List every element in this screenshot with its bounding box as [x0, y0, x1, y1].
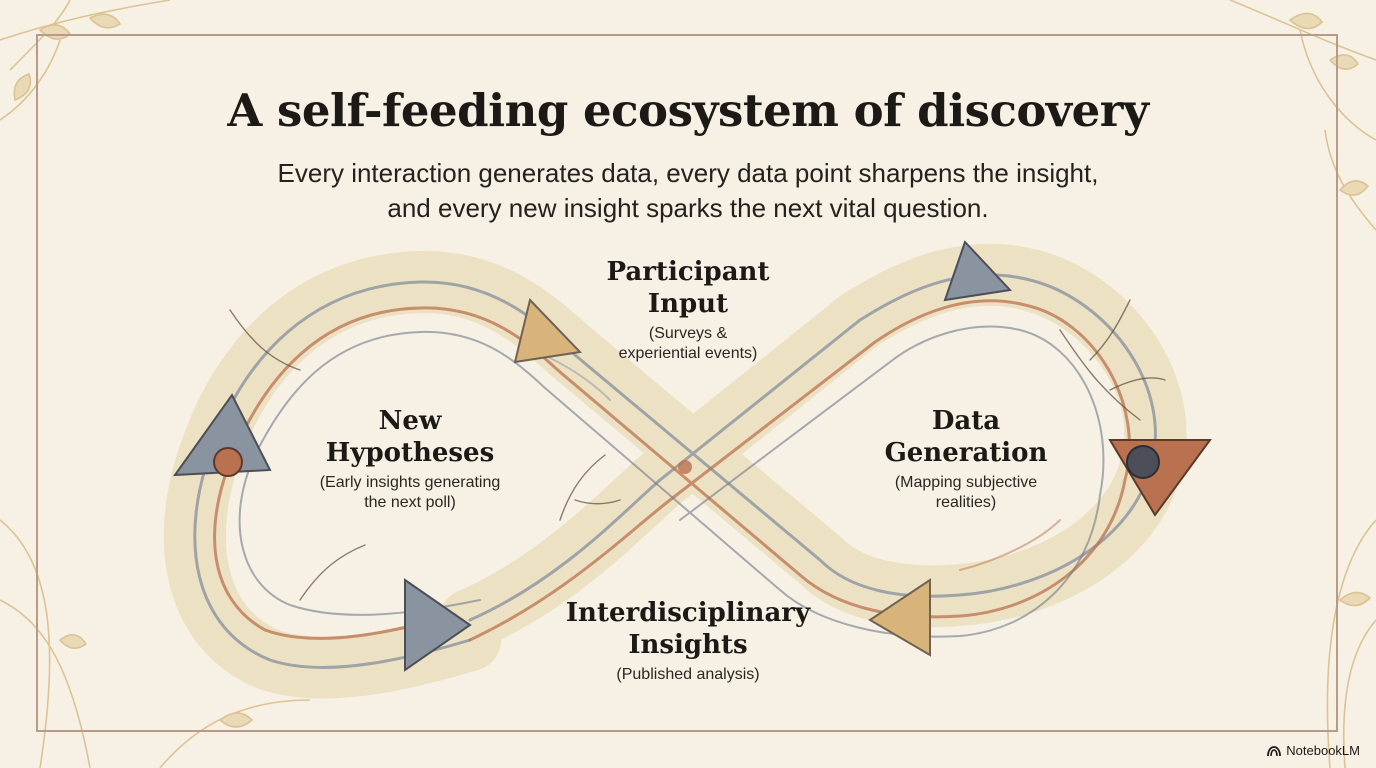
- stage-title-line: Insights: [628, 630, 748, 660]
- stage-desc-line: (Surveys &: [648, 325, 728, 342]
- stage-interdisciplinary-insights: Interdisciplinary Insights (Published an…: [558, 597, 818, 685]
- stage-title-line: New: [378, 406, 442, 436]
- infinity-loop-diagram: [163, 240, 1212, 699]
- corner-foliage-bottom-left-icon: [0, 519, 311, 768]
- small-node-center-icon: [678, 460, 692, 474]
- subtitle-line-1: Every interaction generates data, every …: [277, 158, 1099, 188]
- stage-new-hypotheses-desc: (Early insights generating the next poll…: [296, 473, 524, 513]
- stage-desc-line: realities): [935, 494, 997, 511]
- seed-node-left-icon: [213, 447, 243, 477]
- brand-label: NotebookLM: [1286, 743, 1360, 758]
- page-title: A self-feeding ecosystem of discovery: [227, 84, 1149, 137]
- stage-interdisciplinary-insights-desc: (Published analysis): [558, 665, 818, 685]
- stage-title-line: Interdisciplinary: [565, 598, 811, 628]
- brand-watermark: NotebookLM: [1267, 743, 1360, 758]
- branch-sketches: [229, 299, 1166, 601]
- arrowhead-top-right-icon: [943, 240, 1013, 302]
- stage-title-line: Data: [931, 406, 1001, 436]
- arrowhead-top-center-icon: [513, 297, 583, 364]
- arrowhead-bottom-left-icon: [404, 578, 472, 672]
- stage-interdisciplinary-insights-title: Interdisciplinary Insights: [558, 597, 818, 661]
- stage-participant-input-title: Participant Input: [588, 256, 788, 320]
- stage-data-generation-title: Data Generation: [866, 405, 1066, 469]
- stage-desc-line: the next poll): [364, 494, 456, 511]
- stage-data-generation-desc: (Mapping subjective realities): [866, 473, 1066, 513]
- arrowhead-bottom-right-icon: [868, 578, 931, 657]
- stage-data-generation: Data Generation (Mapping subjective real…: [866, 405, 1066, 513]
- stage-desc-line: (Early insights generating: [319, 474, 501, 491]
- stage-desc-line: experiential events): [618, 345, 758, 362]
- stage-new-hypotheses: New Hypotheses (Early insights generatin…: [296, 405, 524, 513]
- stage-title-line: Participant: [606, 257, 770, 287]
- stage-participant-input-desc: (Surveys & experiential events): [588, 324, 788, 364]
- seed-node-right-icon: [1126, 445, 1160, 479]
- corner-foliage-top-right-icon: [1229, 0, 1376, 231]
- page-subtitle: Every interaction generates data, every …: [0, 156, 1376, 226]
- notebooklm-logo-icon: [1267, 745, 1282, 756]
- stage-title-line: Hypotheses: [325, 438, 495, 468]
- stage-participant-input: Participant Input (Surveys & experientia…: [588, 256, 788, 364]
- stage-desc-line: (Mapping subjective: [894, 474, 1038, 491]
- stage-title-line: Generation: [884, 438, 1048, 468]
- subtitle-line-2: and every new insight sparks the next vi…: [387, 193, 989, 223]
- corner-foliage-bottom-right-icon: [1326, 519, 1376, 768]
- stage-desc-line: (Published analysis): [616, 666, 760, 683]
- stage-new-hypotheses-title: New Hypotheses: [296, 405, 524, 469]
- border-frame: [36, 34, 1338, 732]
- stage-title-line: Input: [647, 289, 729, 319]
